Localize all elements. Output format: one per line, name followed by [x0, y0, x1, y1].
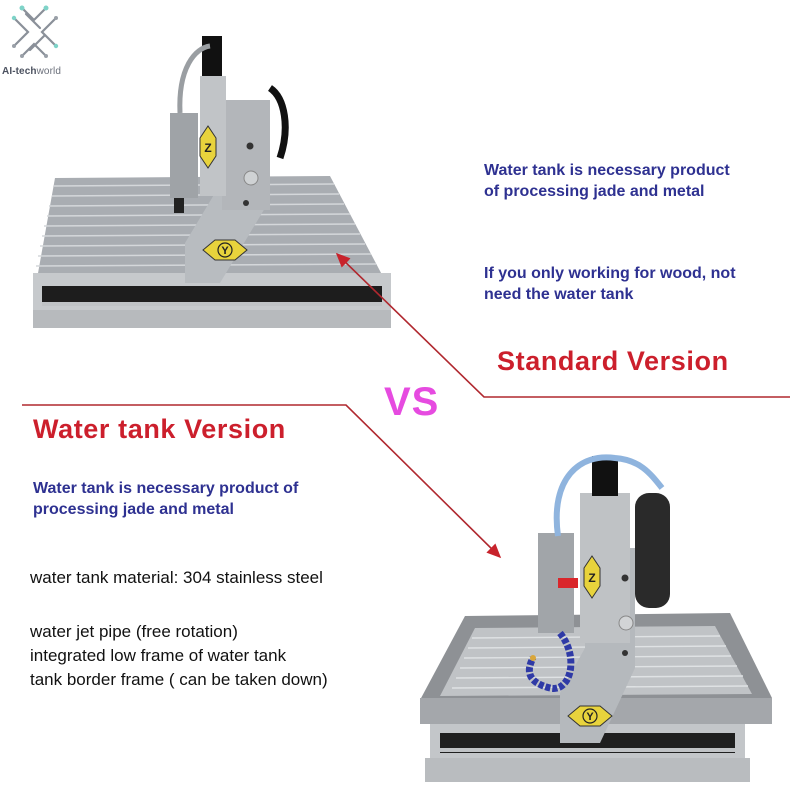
brand-name: AI-techworld	[2, 66, 61, 77]
z-axis-label: Z	[204, 141, 211, 155]
note-line: Water tank is necessary product	[484, 162, 730, 179]
cnc-router-standard-machine: Z Y	[30, 28, 400, 328]
cnc-router-water-tank-machine: Z Y	[410, 448, 780, 793]
water-tank-pointer-arrow	[22, 404, 502, 559]
spec-item: integrated low frame of water tank	[30, 646, 287, 665]
spec-material: water tank material: 304 stainless steel	[30, 568, 323, 587]
y-axis-label: Y	[586, 711, 594, 723]
water-tank-note: Water tank is necessary product of proce…	[33, 478, 298, 520]
standard-note-1: Water tank is necessary product of proce…	[484, 160, 730, 202]
spec-item: water jet pipe (free rotation)	[30, 622, 238, 641]
standard-pointer-arrow	[335, 252, 790, 398]
brand-suffix: world	[36, 66, 61, 77]
note-line: of processing jade and metal	[484, 183, 705, 200]
water-tank-version-title: Water tank Version	[33, 414, 286, 444]
y-axis-label: Y	[221, 245, 229, 257]
brand-logo	[0, 0, 70, 84]
spec-list: water jet pipe (free rotation) integrate…	[30, 620, 328, 692]
circuit-star-icon	[11, 5, 59, 58]
standard-version-title: Standard Version	[497, 346, 729, 376]
brand-prefix: AI-tech	[2, 66, 37, 77]
standard-note-2: If you only working for wood, not need t…	[484, 263, 736, 305]
vs-label: VS	[384, 380, 440, 424]
note-line: processing jade and metal	[33, 501, 234, 518]
z-axis-label: Z	[588, 571, 595, 585]
note-line: Water tank is necessary product of	[33, 480, 299, 497]
spec-item: tank border frame ( can be taken down)	[30, 670, 328, 689]
note-line: If you only working for wood, not	[484, 265, 736, 282]
note-line: need the water tank	[484, 286, 634, 303]
